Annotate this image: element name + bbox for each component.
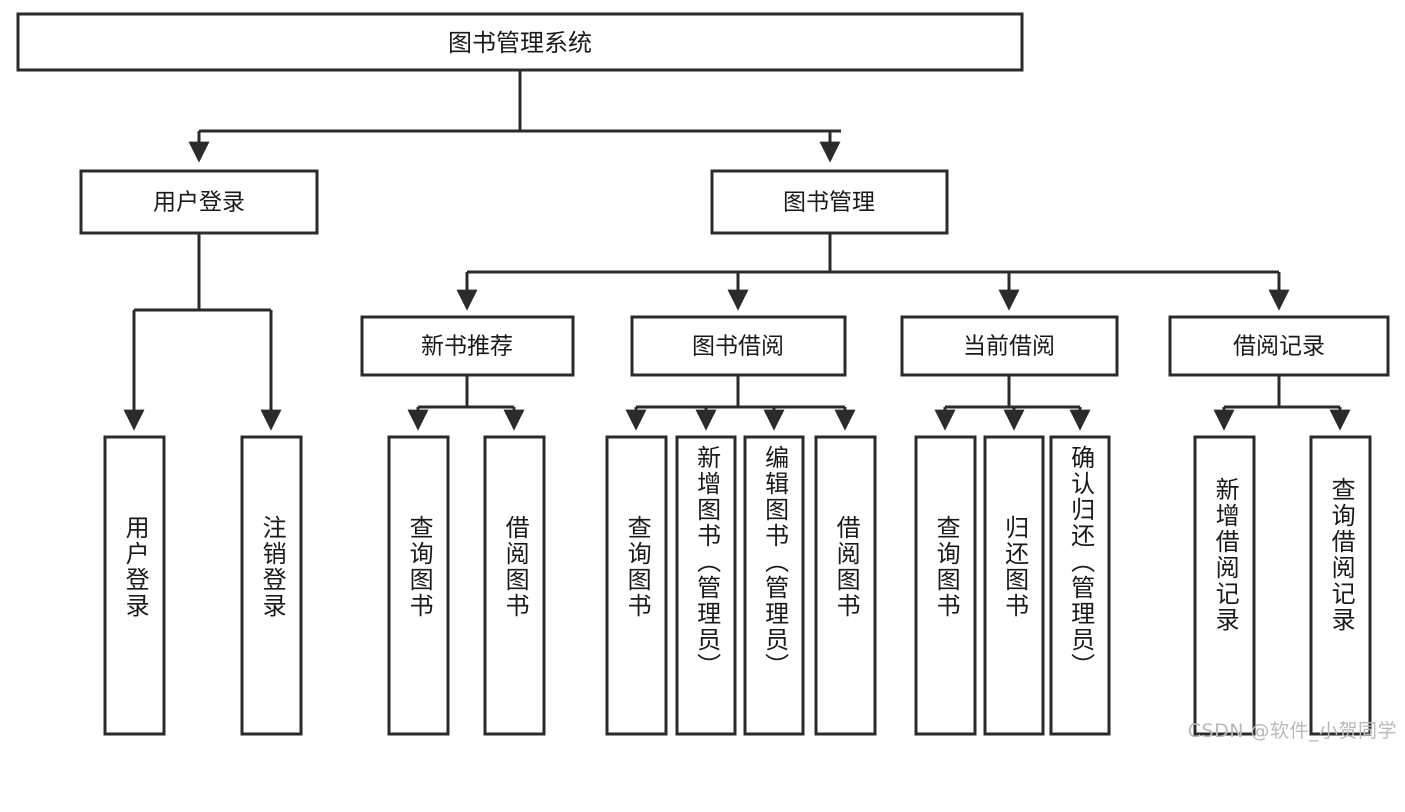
connector-currentborrow-to-leaves bbox=[934, 375, 1091, 431]
node-user-login-label: 用户登录 bbox=[153, 190, 245, 216]
node-leaf-borrow-book-1[interactable] bbox=[483, 435, 546, 736]
node-borrow-record-label: 借阅记录 bbox=[1233, 334, 1325, 360]
node-new-book-rec-label: 新书推荐 bbox=[421, 334, 513, 360]
node-current-borrow[interactable]: 当前借阅 bbox=[900, 315, 1119, 377]
node-leaf-borrow-book-2[interactable] bbox=[814, 435, 877, 736]
node-new-book-rec[interactable]: 新书推荐 bbox=[360, 315, 575, 377]
node-leaf-edit-book[interactable] bbox=[743, 435, 805, 736]
node-book-manage[interactable]: 图书管理 bbox=[710, 169, 949, 235]
node-root-label: 图书管理系统 bbox=[448, 29, 592, 57]
connector-userlogin-to-leaves bbox=[123, 233, 282, 431]
node-leaf-user-login[interactable] bbox=[103, 435, 166, 736]
connector-newbook-to-leaves bbox=[407, 375, 525, 431]
node-user-login[interactable]: 用户登录 bbox=[79, 169, 319, 235]
node-leaf-logout[interactable] bbox=[240, 435, 303, 736]
flowchart-svg: 图书管理系统 用户登录 图书管理 新书推荐 图书借阅 当前借阅 借阅记录 bbox=[16, 12, 1390, 736]
node-leaf-query-record[interactable] bbox=[1309, 435, 1372, 736]
node-book-borrow-label: 图书借阅 bbox=[692, 334, 784, 360]
node-book-borrow[interactable]: 图书借阅 bbox=[630, 315, 847, 377]
flowchart-canvas: 图书管理系统 用户登录 图书管理 新书推荐 图书借阅 当前借阅 借阅记录 bbox=[16, 12, 1397, 742]
leaf-rects bbox=[103, 435, 1372, 736]
csdn-watermark: CSDN @软件_小贺同学 bbox=[1187, 720, 1397, 742]
node-borrow-record[interactable]: 借阅记录 bbox=[1168, 315, 1390, 377]
node-leaf-query-book-3[interactable] bbox=[914, 435, 977, 736]
connector-borrowrecord-to-leaves bbox=[1213, 375, 1351, 431]
node-leaf-add-record[interactable] bbox=[1193, 435, 1256, 736]
connector-root-to-level2 bbox=[188, 70, 841, 163]
node-leaf-query-book-1[interactable] bbox=[387, 435, 450, 736]
node-leaf-confirm-return[interactable] bbox=[1049, 435, 1111, 736]
connector-bookmanage-to-level3 bbox=[456, 233, 1290, 311]
node-leaf-query-book-2[interactable] bbox=[605, 435, 668, 736]
node-root[interactable]: 图书管理系统 bbox=[16, 12, 1024, 72]
node-leaf-add-book[interactable] bbox=[675, 435, 737, 736]
node-leaf-return-book[interactable] bbox=[983, 435, 1045, 736]
node-book-manage-label: 图书管理 bbox=[783, 190, 875, 216]
node-current-borrow-label: 当前借阅 bbox=[963, 334, 1055, 360]
connector-bookborrow-to-leaves bbox=[625, 375, 856, 431]
